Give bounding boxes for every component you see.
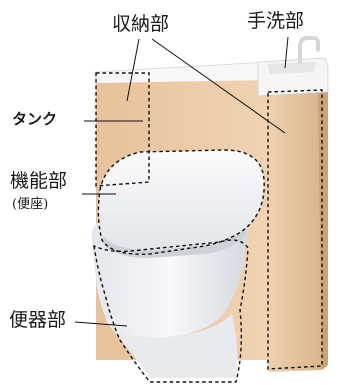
- bowl-region-outline: [93, 239, 249, 383]
- label-handwash: 手洗部: [247, 10, 305, 32]
- label-tank: タンク: [12, 110, 58, 128]
- faucet: [298, 36, 320, 64]
- label-function: 機能部: [10, 170, 68, 192]
- tank-region-outline: [95, 72, 150, 187]
- label-function-sub: (便座): [12, 197, 49, 212]
- storage-region-outline: [267, 89, 323, 370]
- toilet-seat: [98, 150, 265, 250]
- function-region-outline: [97, 149, 265, 255]
- label-bowl: 便器部: [9, 309, 67, 331]
- label-storage: 収納部: [112, 13, 170, 35]
- side-cabinet: [268, 90, 322, 372]
